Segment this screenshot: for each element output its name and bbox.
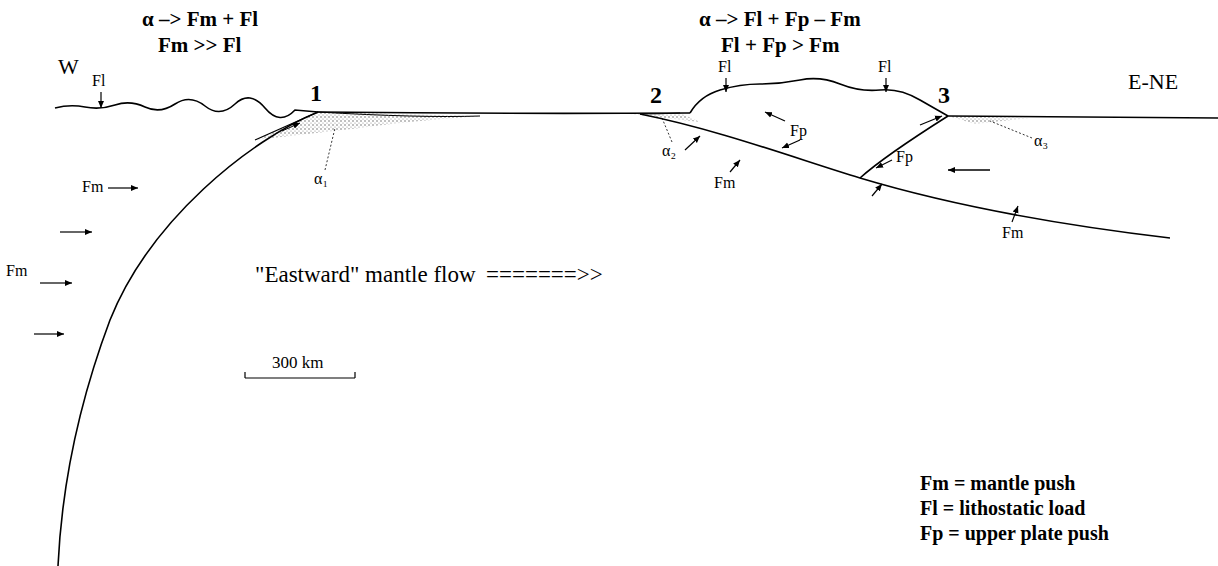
callout-number: 2 (650, 82, 662, 108)
callout-number: 1 (310, 80, 322, 106)
force-label: Fm (1002, 224, 1023, 242)
angle-label: α₃ (1034, 132, 1048, 150)
force-label: Fm (714, 174, 735, 192)
flow-label: "Eastward" mantle flow (255, 262, 476, 287)
scale-label: 300 km (272, 354, 323, 373)
legend-line: Fl = lithostatic load (920, 497, 1085, 519)
direction-label: W (58, 55, 79, 79)
angle-label: α₁ (314, 170, 328, 188)
force-label: Fl (718, 58, 731, 76)
regime-formula: α –> Fl + Fp – Fm (699, 8, 861, 31)
legend-line: Fp = upper plate push (920, 522, 1109, 544)
regime-formula: α –> Fm + Fl (142, 8, 258, 31)
force-label: Fp (896, 148, 913, 166)
force-label: Fm (82, 178, 103, 196)
flow-arrow: =======>> (486, 262, 603, 287)
regime-formula: Fl + Fp > Fm (721, 34, 839, 57)
force-label: Fl (92, 72, 105, 90)
regime-formula: Fm >> Fl (158, 34, 241, 57)
force-label: Fl (878, 58, 891, 76)
direction-label: E-NE (1128, 70, 1178, 94)
force-label: Fp (790, 122, 807, 140)
legend-line: Fm = mantle push (920, 472, 1075, 494)
force-label: Fm (6, 262, 27, 280)
callout-number: 3 (938, 82, 950, 108)
angle-label: α₂ (662, 142, 676, 160)
